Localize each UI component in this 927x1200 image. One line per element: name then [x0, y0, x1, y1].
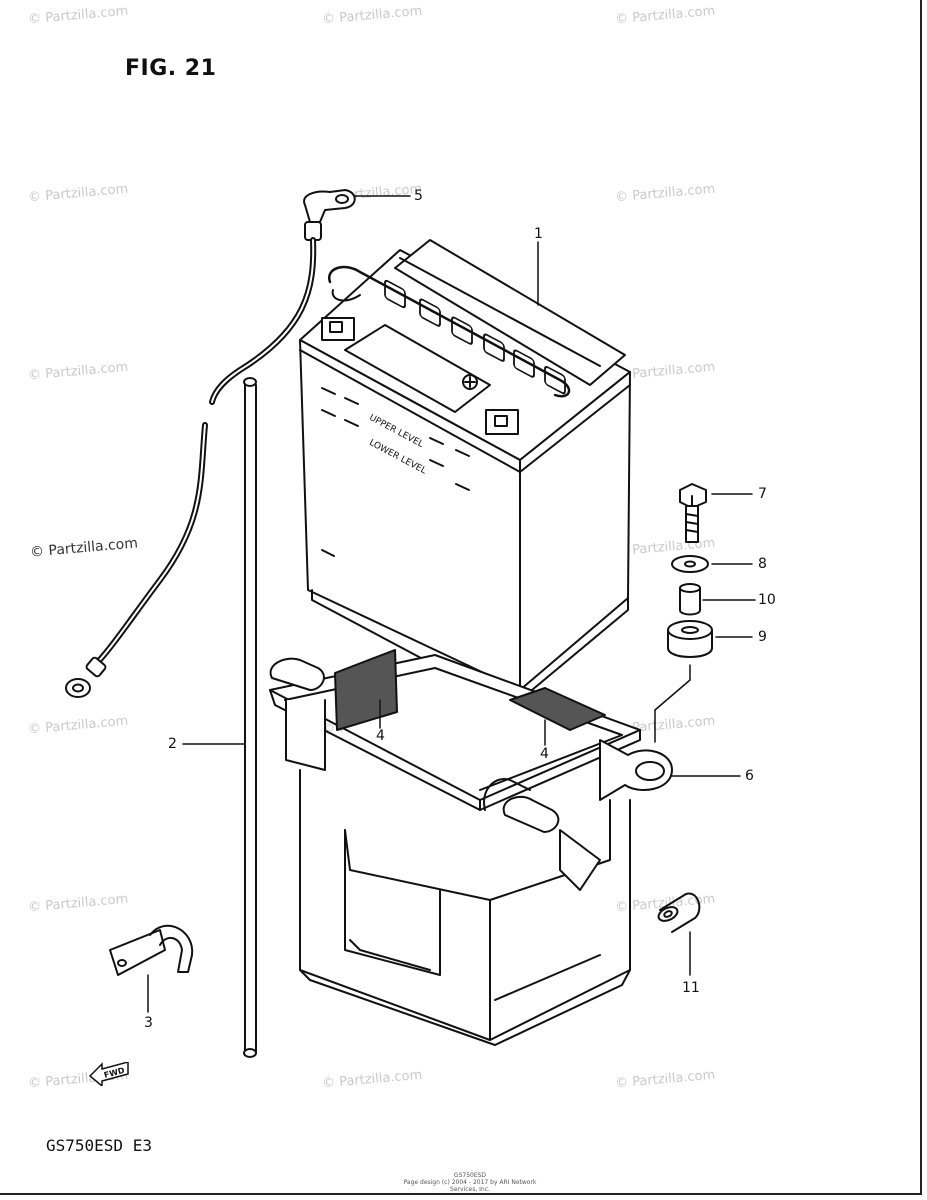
leader-lines — [147, 195, 756, 1013]
callout-11: 11 — [682, 980, 700, 996]
callout-5: 5 — [414, 188, 423, 204]
callout-3: 3 — [144, 1015, 153, 1031]
figure-title: FIG. 21 — [125, 56, 217, 81]
model-code: GS750ESD E3 — [46, 1136, 152, 1155]
vent-tube — [243, 377, 257, 1058]
callout-2: 2 — [168, 736, 177, 752]
callout-8: 8 — [758, 556, 767, 572]
callout-4: 4 — [540, 746, 549, 762]
callout-1: 1 — [534, 226, 543, 242]
grommet — [667, 620, 713, 658]
callout-7: 7 — [758, 486, 767, 502]
battery-cable — [65, 189, 356, 698]
clamp — [109, 924, 194, 976]
footer-model: GS750ESD — [453, 1172, 487, 1179]
footer-copyright: Page design (c) 2004 - 2017 by ARI Netwo… — [403, 1179, 537, 1193]
callout-9: 9 — [758, 629, 767, 645]
callout-6: 6 — [745, 768, 754, 784]
forward-arrow-icon: FWD — [88, 1061, 132, 1090]
battery-holder — [269, 649, 673, 1046]
collar — [679, 583, 701, 616]
spacer — [657, 892, 701, 933]
footer: GS750ESD Page design (c) 2004 - 2017 by … — [400, 1172, 540, 1193]
bolt — [679, 483, 707, 543]
battery — [299, 239, 631, 701]
callout-4: 4 — [376, 728, 385, 744]
callout-10: 10 — [758, 592, 776, 608]
